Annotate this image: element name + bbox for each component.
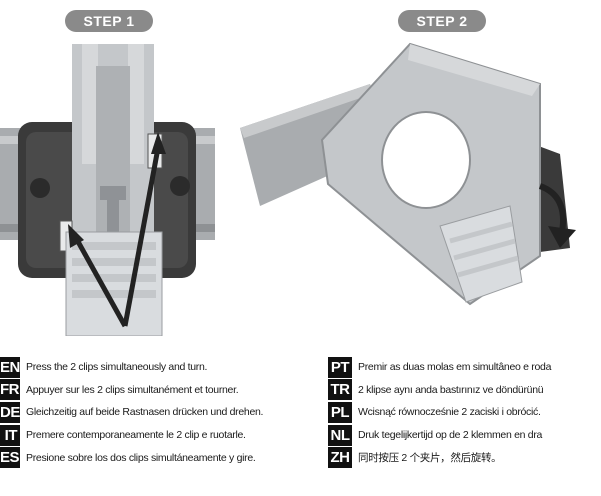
- instruction-text: Wcisnąć równocześnie 2 zaciski i obrócić…: [358, 406, 541, 419]
- instructions-left: EN Press the 2 clips simultaneously and t…: [0, 356, 325, 469]
- step-2-label: STEP 2: [398, 10, 486, 32]
- instruction-text: Premere contemporaneamente le 2 clip e r…: [26, 429, 246, 442]
- instruction-text: Presione sobre los dos clips simultáneam…: [26, 451, 256, 464]
- instruction-row: ZH 同时按压 2 个夹片，然后旋转。: [328, 446, 601, 469]
- step-2-illustration: [240, 42, 576, 306]
- step-1-illustration: [0, 44, 215, 336]
- instruction-row: PL Wcisnąć równocześnie 2 zaciski i obróc…: [328, 401, 601, 424]
- instruction-row: NL Druk tegelijkertijd op de 2 klemmen en…: [328, 424, 601, 447]
- instruction-text: Press the 2 clips simultaneously and tur…: [26, 361, 208, 374]
- language-code-badge: FR: [0, 379, 20, 401]
- instruction-row: ES Presione sobre los dos clips simultáne…: [0, 446, 325, 469]
- instruction-text: 同时按压 2 个夹片，然后旋转。: [358, 452, 502, 465]
- rotate-arrow: [538, 183, 566, 233]
- instruction-row: DE Gleichzeitig auf beide Rastnasen drück…: [0, 401, 325, 424]
- language-code-badge: TR: [328, 379, 352, 401]
- instruction-row: EN Press the 2 clips simultaneously and t…: [0, 356, 325, 379]
- instruction-text: Druk tegelijkertijd op de 2 klemmen en d…: [358, 429, 543, 442]
- instruction-text: Appuyer sur les 2 clips simultanément et…: [26, 383, 239, 396]
- press-arrows: [68, 132, 166, 328]
- step-1-label: STEP 1: [65, 10, 153, 32]
- language-code-badge: PL: [328, 401, 352, 423]
- instruction-text: Gleichzeitig auf beide Rastnasen drücken…: [26, 406, 264, 419]
- instruction-row: FR Appuyer sur les 2 clips simultanément …: [0, 379, 325, 402]
- language-code-badge: NL: [328, 424, 352, 446]
- plate-hole: [381, 111, 471, 209]
- language-code-badge: PT: [328, 356, 352, 378]
- language-code-badge: IT: [0, 424, 20, 446]
- instruction-text: 2 klipse aynı anda bastırınız ve döndürü…: [358, 383, 544, 396]
- language-code-badge: ES: [0, 447, 20, 469]
- language-code-badge: EN: [0, 356, 20, 378]
- language-code-badge: DE: [0, 401, 20, 423]
- instruction-row: IT Premere contemporaneamente le 2 clip e…: [0, 424, 325, 447]
- language-code-badge: ZH: [328, 447, 352, 469]
- instructions-right: PT Premir as duas molas em simultâneo e r…: [328, 356, 601, 469]
- instruction-row: PT Premir as duas molas em simultâneo e r…: [328, 356, 601, 379]
- instruction-text: Premir as duas molas em simultâneo e rod…: [358, 361, 552, 374]
- terminal-block: [439, 205, 523, 303]
- instruction-row: TR 2 klipse aynı anda bastırınız ve döndü…: [328, 379, 601, 402]
